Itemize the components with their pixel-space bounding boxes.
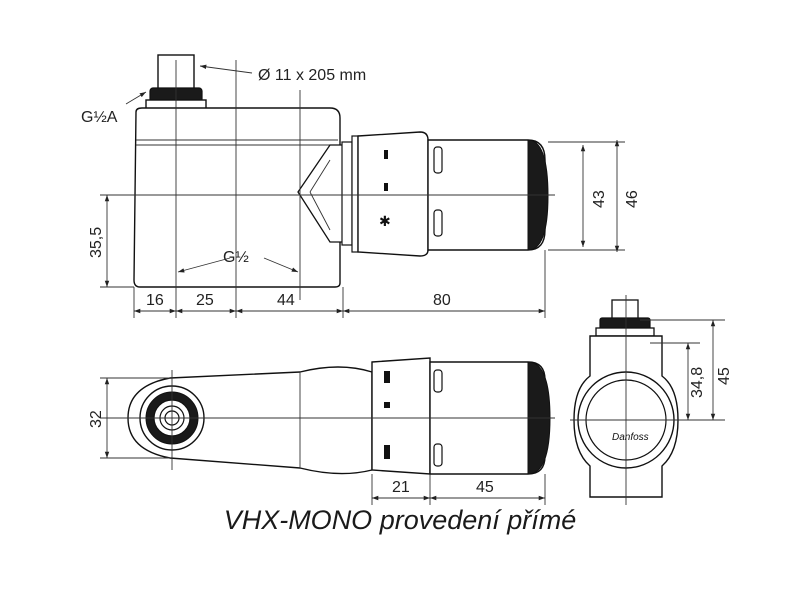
front-view: ✱	[100, 54, 555, 300]
dim-25: 25	[196, 292, 214, 309]
pipe-callout: Ø 11 x 205 mm	[258, 67, 366, 84]
dim-16: 16	[146, 292, 164, 309]
dim-35-5: 35,5	[88, 227, 105, 258]
dim-21: 21	[392, 479, 410, 496]
dim-45-bottom: 45	[476, 479, 494, 496]
thread-a-callout: G½A	[81, 109, 118, 126]
dim-44: 44	[277, 292, 295, 309]
top-view-dimensions: 32 21 45	[88, 377, 546, 505]
svg-text:✱: ✱	[379, 214, 391, 230]
dim-80: 80	[433, 292, 451, 309]
dim-43: 43	[591, 190, 608, 208]
thread-inner-callout: G½	[223, 249, 249, 266]
front-view-dimensions: Ø 11 x 205 mm G½A G½ 35,5 43 46 16 25 44…	[81, 64, 641, 318]
dim-46: 46	[624, 190, 641, 208]
side-view-dimensions: 34,8 45	[640, 319, 733, 421]
drawing-title: VHX-MONO provedení přímé	[223, 505, 577, 535]
dim-32: 32	[88, 410, 105, 428]
dim-34-8: 34,8	[689, 367, 706, 398]
dim-45-side: 45	[716, 367, 733, 385]
side-view: Danfoss	[570, 295, 690, 505]
danfoss-logo-icon: Danfoss	[612, 432, 649, 443]
top-view	[100, 357, 555, 475]
